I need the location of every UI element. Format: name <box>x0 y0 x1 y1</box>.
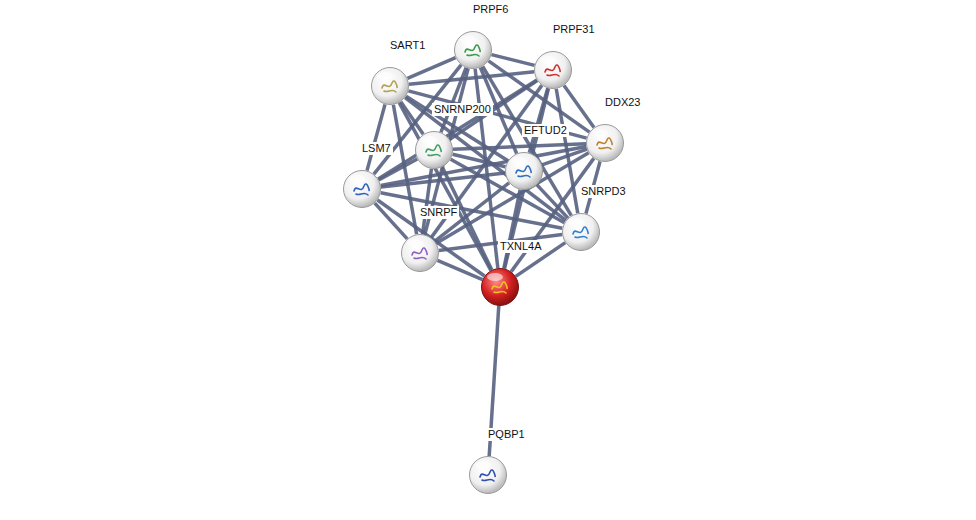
protein-node: LSM7 <box>342 169 382 209</box>
protein-node-circle <box>342 169 382 209</box>
protein-node-circle <box>585 123 625 163</box>
interaction-edge <box>437 260 482 279</box>
protein-node: SART1 <box>370 66 410 106</box>
protein-label: EFTUD2 <box>522 124 569 137</box>
protein-node: TXNL4A <box>480 267 520 307</box>
protein-node: SNRPF <box>400 233 440 273</box>
interaction-edge <box>381 147 587 186</box>
protein-node-circle <box>533 50 573 90</box>
protein-label: PRPF31 <box>551 23 597 36</box>
interaction-edge <box>377 200 484 276</box>
protein-node-circle <box>453 30 493 70</box>
protein-node-circle <box>400 233 440 273</box>
protein-label: PRPF6 <box>471 3 510 16</box>
protein-label: SNRNP200 <box>432 103 493 116</box>
protein-label: PQBP1 <box>486 428 527 441</box>
interaction-edge <box>407 58 455 79</box>
protein-label: TXNL4A <box>498 240 544 253</box>
interaction-edge <box>491 55 534 66</box>
protein-label: DDX23 <box>603 96 642 109</box>
protein-node: DDX23 <box>585 123 625 163</box>
protein-node-circle <box>414 130 454 170</box>
interaction-edge <box>409 72 534 84</box>
protein-label: LSM7 <box>360 142 393 155</box>
protein-node-circle <box>468 455 508 495</box>
protein-node-circle <box>504 151 544 191</box>
interaction-edge <box>379 159 418 180</box>
protein-label: SNRPD3 <box>579 185 628 198</box>
protein-node: PQBP1 <box>468 455 508 495</box>
protein-node: EFTUD2 <box>504 151 544 191</box>
protein-label: SART1 <box>388 39 427 52</box>
protein-node-circle <box>370 66 410 106</box>
protein-node: PRPF31 <box>533 50 573 90</box>
protein-node-circle <box>480 267 520 307</box>
protein-node: SNRPD3 <box>561 212 601 252</box>
interaction-edge <box>564 85 594 127</box>
interaction-edge <box>453 144 586 149</box>
protein-node: SNRNP200 <box>414 130 454 170</box>
protein-label: SNRPF <box>418 206 459 219</box>
protein-node-circle <box>561 212 601 252</box>
protein-node: PRPF6 <box>453 30 493 70</box>
interaction-edge <box>367 104 385 170</box>
